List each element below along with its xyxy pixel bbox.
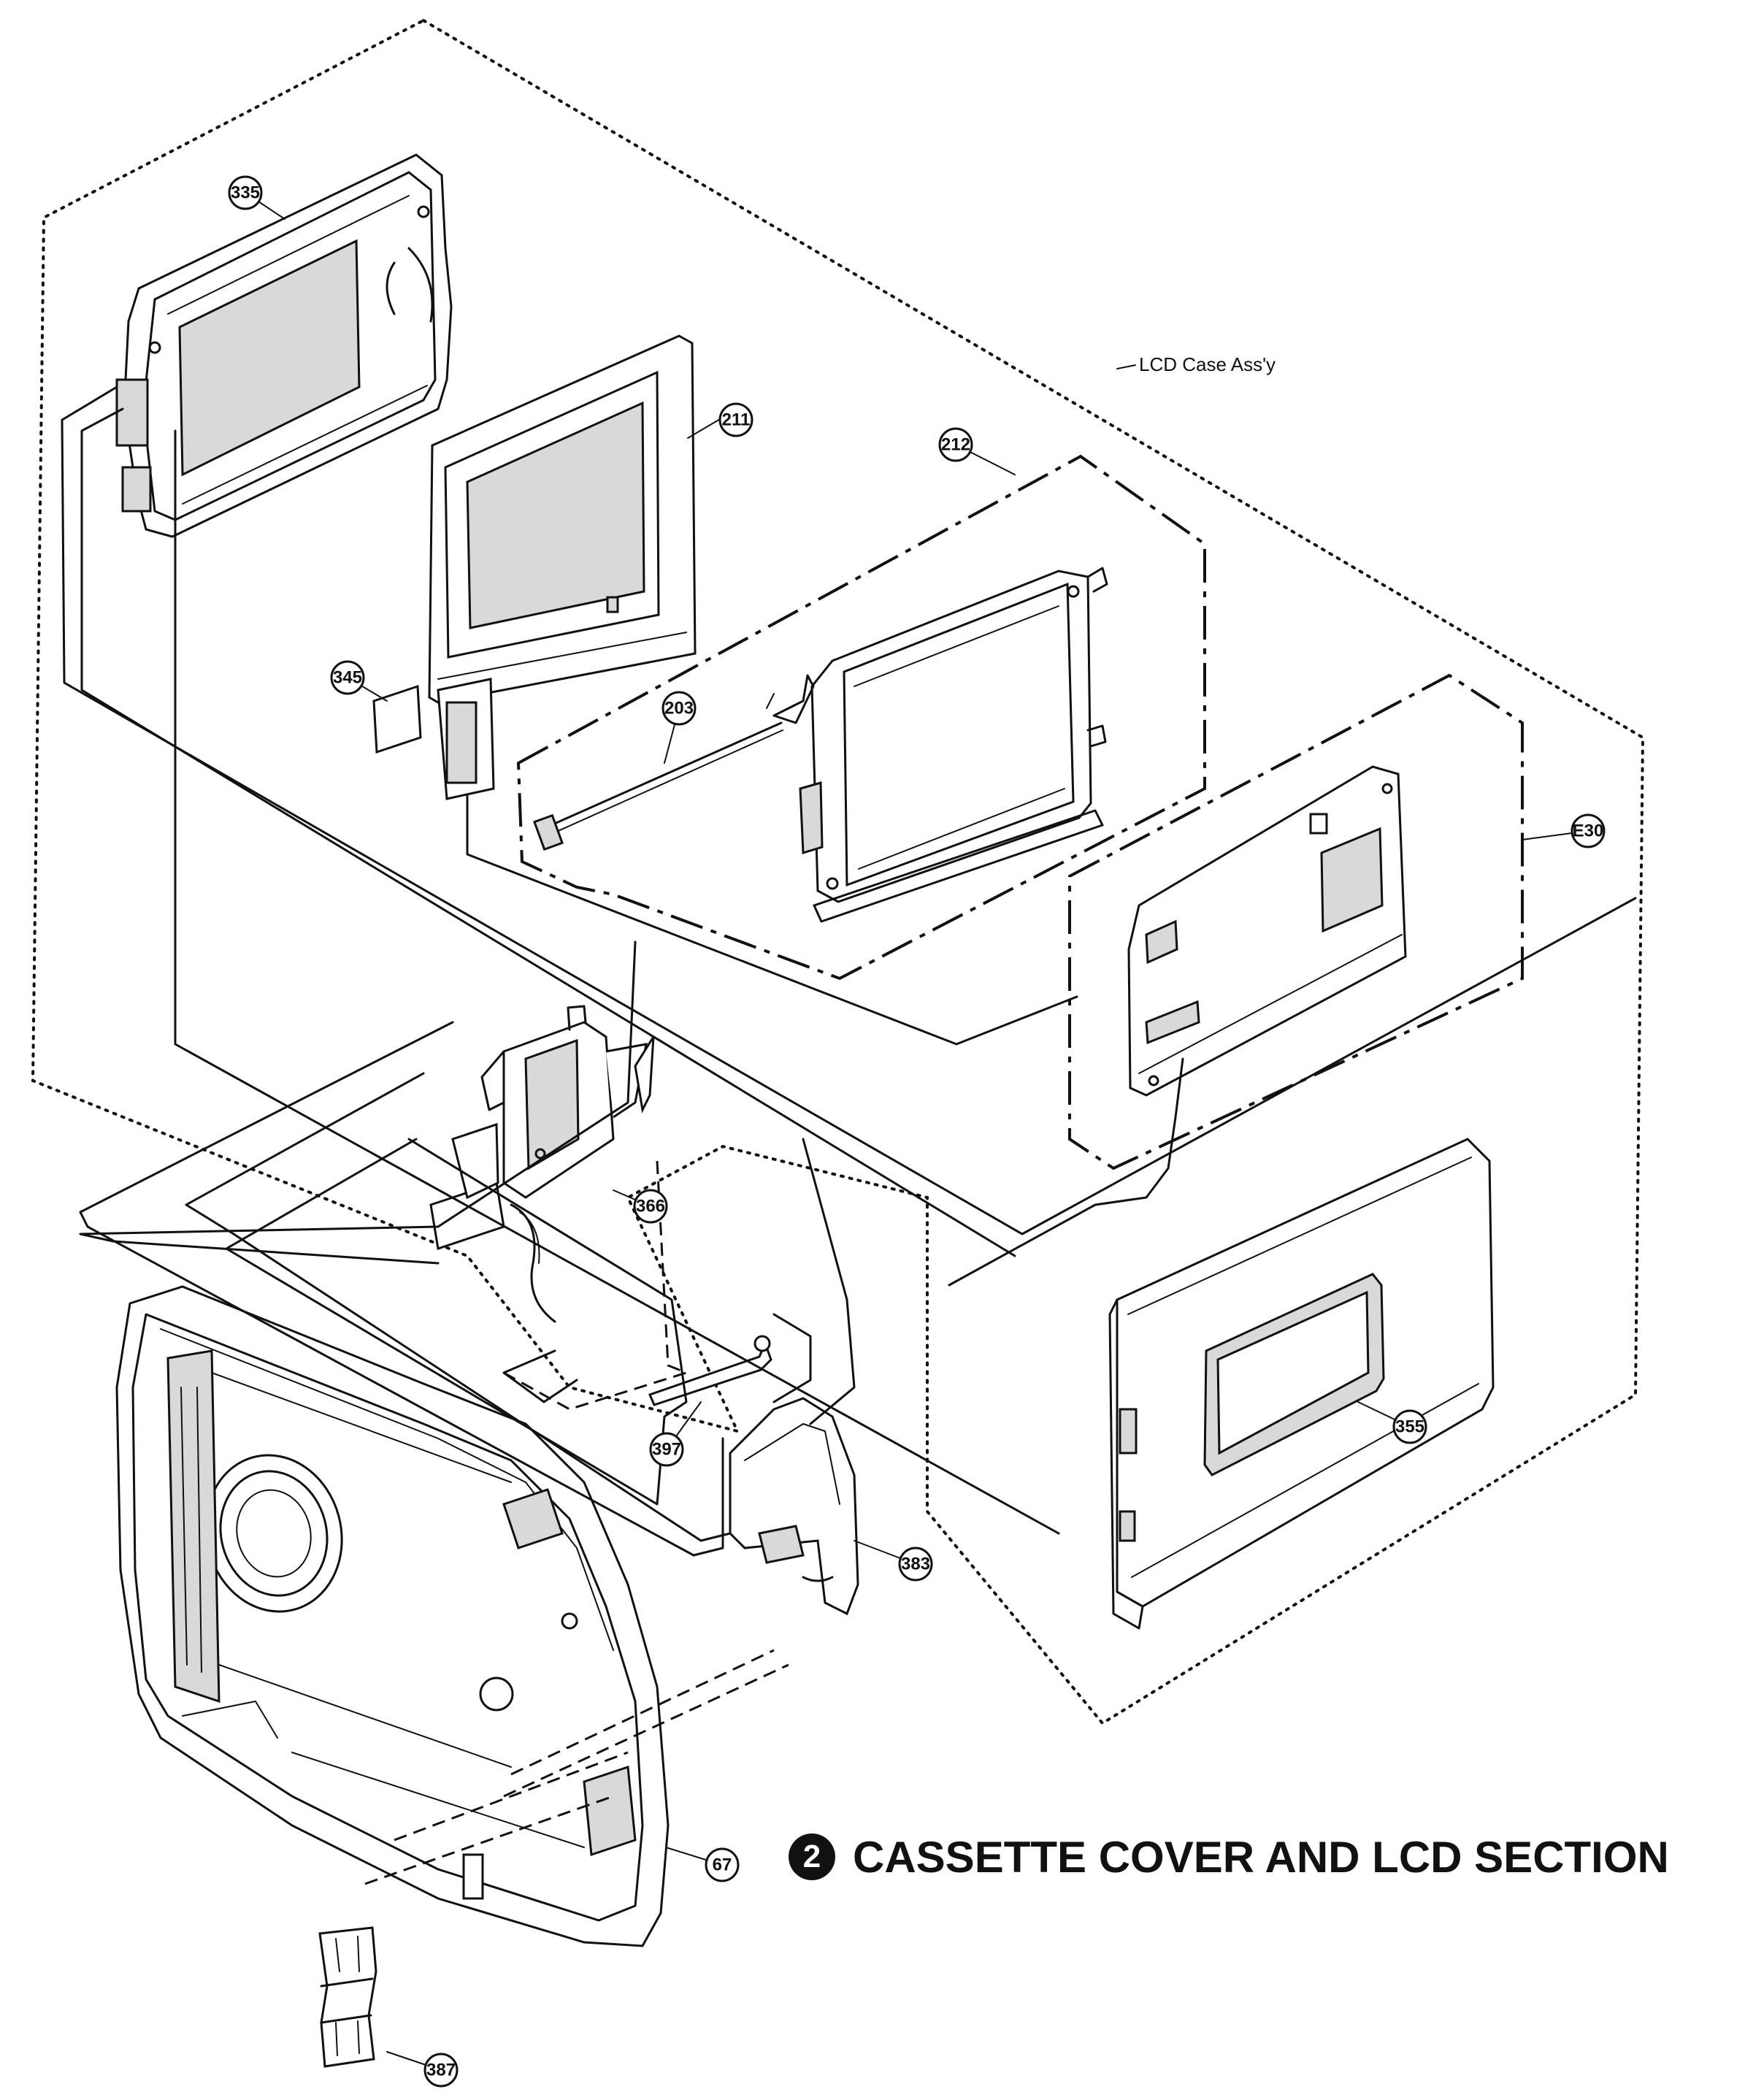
- svg-text:67: 67: [713, 1855, 732, 1875]
- cassette-cover-part: [115, 1285, 670, 1947]
- clip-part: [318, 1926, 377, 2068]
- svg-text:366: 366: [636, 1197, 665, 1216]
- lcd-case-assembly-boundary: [31, 18, 1645, 1725]
- callout-355: 355: [1392, 1409, 1427, 1444]
- lcd-rear-cover-part: [1108, 1138, 1495, 1630]
- lever-part: [648, 1335, 772, 1406]
- svg-text:383: 383: [901, 1555, 930, 1574]
- callout-212: 212: [938, 427, 973, 462]
- callout-397: 397: [649, 1432, 684, 1467]
- lcd-pcb-part: [1127, 765, 1407, 1097]
- svg-text:212: 212: [941, 435, 970, 455]
- lcd-frame-part: [115, 153, 453, 538]
- lcd-panel-part: [428, 334, 697, 800]
- svg-text:335: 335: [231, 183, 260, 203]
- callout-203: 203: [661, 691, 697, 726]
- shield-sheet-part: [372, 684, 422, 754]
- svg-text:E30: E30: [1573, 821, 1604, 841]
- svg-text:211: 211: [722, 410, 751, 430]
- callout-67: 67: [705, 1847, 740, 1882]
- backlight-lamp-part: [533, 674, 815, 851]
- callout-345: 345: [330, 660, 365, 695]
- section-title: 2 CASSETTE COVER AND LCD SECTION: [789, 1817, 1738, 1897]
- callout-383: 383: [898, 1547, 933, 1582]
- svg-text:345: 345: [333, 668, 362, 688]
- svg-text:387: 387: [426, 2061, 456, 2080]
- callout-335: 335: [228, 175, 263, 210]
- cassette-cover-extension: [364, 1160, 789, 1885]
- backlight-frame-part: [799, 567, 1108, 923]
- callout-387: 387: [423, 2053, 459, 2088]
- svg-text:203: 203: [664, 699, 694, 718]
- lcd-pcb-boundary: [1068, 673, 1524, 1170]
- hinge-bracket-part: [429, 1005, 655, 1323]
- section-number-badge: 2: [789, 1833, 835, 1880]
- lcd-case-assembly-label: LCD Case Ass'y: [1139, 353, 1276, 375]
- section-title-text: CASSETTE COVER AND LCD SECTION: [853, 1832, 1669, 1882]
- svg-text:397: 397: [652, 1440, 681, 1460]
- backlight-assembly-boundary: [516, 454, 1206, 981]
- callout-e30: E30: [1570, 813, 1606, 848]
- flex-cable-routing: [61, 386, 1637, 1557]
- callout-366: 366: [633, 1189, 668, 1224]
- svg-text:355: 355: [1395, 1417, 1424, 1437]
- side-cover-part: [729, 1397, 859, 1616]
- callout-211: 211: [718, 402, 753, 437]
